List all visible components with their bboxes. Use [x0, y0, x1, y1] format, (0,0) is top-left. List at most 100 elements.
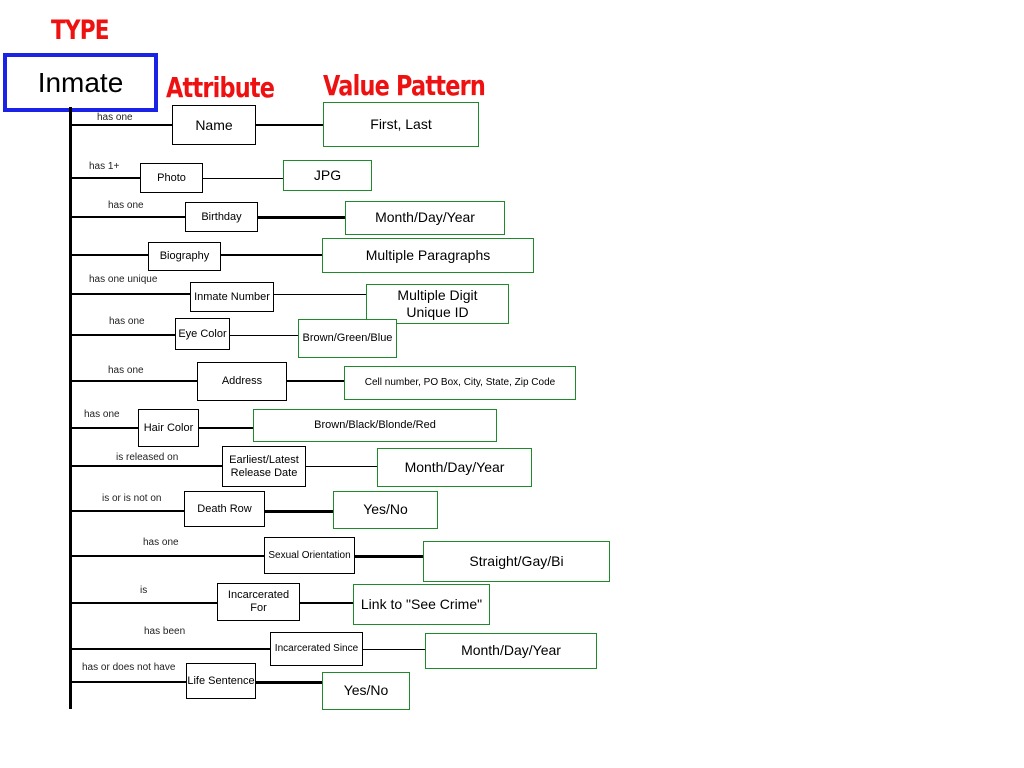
attribute-label: Inmate Number — [194, 290, 270, 303]
attribute-box: Inmate Number — [190, 282, 274, 312]
attribute-label: Incarcerated Since — [274, 643, 359, 655]
value-pattern-box: Yes/No — [333, 491, 438, 529]
value-pattern-label: Straight/Gay/Bi — [469, 552, 564, 569]
value-pattern-box: Month/Day/Year — [377, 448, 532, 487]
value-connector-line — [199, 427, 253, 429]
relation-label: has been — [144, 626, 186, 637]
value-connector-line — [355, 555, 423, 558]
value-connector-line — [256, 124, 323, 126]
attribute-box: Hair Color — [138, 409, 199, 447]
relation-label: has one — [84, 409, 120, 420]
relation-label: is or is not on — [102, 493, 162, 504]
entity-type-label: Inmate — [37, 66, 124, 98]
attribute-label: Hair Color — [143, 421, 194, 434]
relation-label: has or does not have — [82, 662, 176, 673]
spine-connector-line — [72, 648, 270, 650]
relation-label: has one — [143, 537, 179, 548]
spine-connector-line — [72, 681, 186, 683]
spine-connector-line — [72, 602, 217, 604]
attribute-label: Death Row — [197, 502, 252, 515]
value-connector-line — [230, 335, 298, 336]
relation-label: has one unique — [89, 274, 158, 285]
value-pattern-label: Cell number, PO Box, City, State, Zip Co… — [364, 376, 556, 388]
attribute-box: Earliest/Latest Release Date — [222, 446, 306, 487]
value-pattern-box: Straight/Gay/Bi — [423, 541, 610, 582]
value-pattern-box: JPG — [283, 160, 372, 191]
value-pattern-box: Cell number, PO Box, City, State, Zip Co… — [344, 366, 576, 400]
attribute-box: Death Row — [184, 491, 265, 527]
value-connector-line — [256, 681, 322, 684]
relation-label: has one — [97, 112, 133, 123]
attribute-box: Life Sentence — [186, 663, 256, 699]
value-connector-line — [203, 178, 283, 179]
spine-connector-line — [72, 177, 140, 179]
spine-connector-line — [72, 510, 184, 512]
value-pattern-box: Link to "See Crime" — [353, 584, 490, 625]
attribute-box: Eye Color — [175, 318, 230, 350]
spine-connector-line — [72, 254, 148, 256]
attribute-box: Incarcerated Since — [270, 632, 363, 666]
value-connector-line — [258, 216, 345, 219]
value-pattern-label: First, Last — [370, 115, 432, 132]
value-pattern-header: Value Pattern — [323, 69, 486, 102]
attribute-box: Incarcerated For — [217, 583, 300, 621]
spine-connector-line — [72, 216, 185, 218]
attribute-box: Sexual Orientation — [264, 537, 355, 574]
value-pattern-box: Brown/Green/Blue — [298, 319, 397, 358]
value-connector-line — [300, 602, 353, 604]
value-pattern-label: JPG — [313, 166, 342, 183]
attribute-box: Name — [172, 105, 256, 145]
attribute-box: Photo — [140, 163, 203, 193]
spine-connector-line — [72, 427, 138, 429]
value-pattern-box: Multiple Paragraphs — [322, 238, 534, 273]
attribute-box: Birthday — [185, 202, 258, 232]
value-pattern-box: Month/Day/Year — [345, 201, 505, 235]
value-pattern-label: Link to "See Crime" — [360, 595, 483, 612]
value-pattern-label: Month/Day/Year — [461, 642, 561, 659]
relation-label: is released on — [116, 452, 179, 463]
relation-label: has one — [108, 200, 144, 211]
value-connector-line — [221, 254, 322, 256]
relation-label: has 1+ — [89, 161, 120, 172]
value-connector-line — [265, 510, 333, 513]
value-connector-line — [287, 380, 344, 382]
value-pattern-box: Month/Day/Year — [425, 633, 597, 669]
spine-connector-line — [72, 124, 172, 126]
attribute-label: Life Sentence — [187, 674, 255, 687]
value-pattern-label: Month/Day/Year — [404, 458, 505, 475]
attribute-label: Eye Color — [178, 327, 227, 340]
connector-spine — [69, 107, 72, 709]
value-pattern-label: Multiple Paragraphs — [365, 246, 491, 263]
attribute-label: Sexual Orientation — [268, 549, 351, 561]
type-header: TYPE — [51, 15, 110, 46]
attribute-label: Address — [221, 375, 263, 388]
value-connector-line — [306, 466, 377, 467]
value-pattern-box: Yes/No — [322, 672, 410, 710]
value-pattern-label: Brown/Green/Blue — [302, 331, 393, 344]
value-pattern-label: Yes/No — [343, 682, 389, 699]
attribute-box: Biography — [148, 242, 221, 271]
value-pattern-label: Yes/No — [363, 501, 408, 518]
attribute-label: Incarcerated For — [227, 589, 290, 614]
spine-connector-line — [72, 334, 175, 336]
spine-connector-line — [72, 465, 222, 467]
attribute-label: Birthday — [201, 210, 242, 223]
relation-label: has one — [108, 365, 144, 376]
attribute-label: Earliest/Latest Release Date — [229, 453, 299, 479]
value-pattern-label: Month/Day/Year — [375, 209, 475, 226]
value-pattern-box: Brown/Black/Blonde/Red — [253, 409, 497, 442]
value-connector-line — [274, 294, 366, 295]
value-pattern-box: Multiple Digit Unique ID — [366, 284, 509, 324]
value-pattern-box: First, Last — [323, 102, 479, 147]
relation-label: is — [140, 585, 148, 596]
relation-label: has one — [109, 316, 145, 327]
entity-type-box: Inmate — [3, 53, 158, 112]
attribute-box: Address — [197, 362, 287, 401]
spine-connector-line — [72, 380, 197, 382]
value-pattern-label: Multiple Digit Unique ID — [397, 286, 478, 321]
attribute-label: Photo — [157, 171, 186, 184]
value-pattern-label: Brown/Black/Blonde/Red — [314, 418, 436, 431]
value-connector-line — [363, 649, 425, 650]
attribute-label: Name — [195, 116, 233, 133]
